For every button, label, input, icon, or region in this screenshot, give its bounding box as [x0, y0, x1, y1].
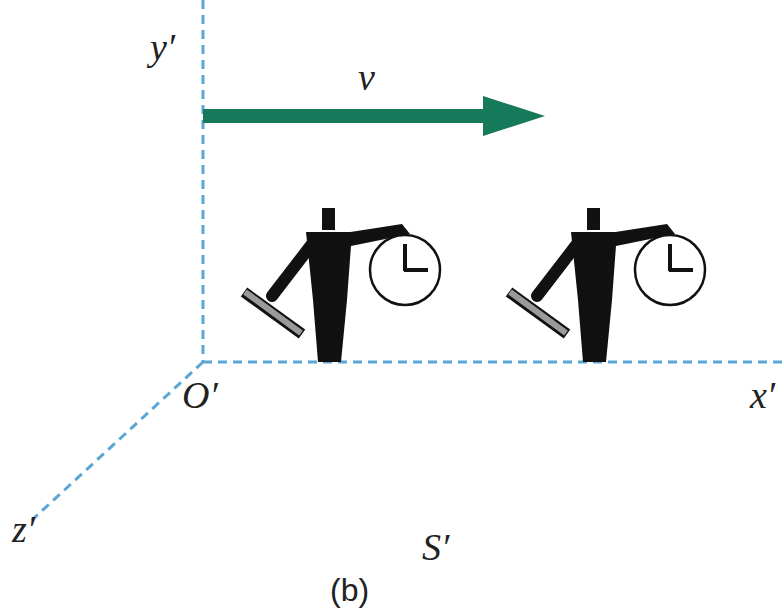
axis-label: y′	[150, 28, 175, 66]
velocity-arrow	[203, 96, 545, 136]
axes	[32, 0, 784, 520]
observer-figure	[244, 208, 440, 362]
axis-label: v	[358, 58, 375, 96]
observer-figure	[509, 208, 705, 362]
axis-label: S′	[422, 528, 449, 566]
axis-label: (b)	[330, 574, 369, 606]
axis-label: x′	[750, 376, 775, 414]
axis-label: O′	[182, 376, 218, 414]
axis-label: z′	[12, 510, 35, 548]
